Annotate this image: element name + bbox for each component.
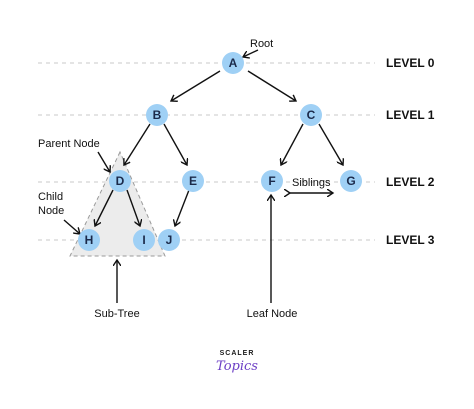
- node-c: C: [300, 104, 322, 126]
- leaf-node-annotation: Leaf Node: [247, 308, 298, 320]
- node-g-label: G: [346, 174, 355, 188]
- node-b-label: B: [153, 108, 162, 122]
- node-e-label: E: [189, 174, 197, 188]
- edge-c-f: [281, 123, 304, 165]
- node-d: D: [109, 170, 131, 192]
- node-g: G: [340, 170, 362, 192]
- edge-b-d: [124, 123, 151, 165]
- edge-a-b: [171, 70, 221, 101]
- node-d-label: D: [116, 174, 125, 188]
- level-3-label: LEVEL 3: [386, 233, 435, 247]
- brand-line1: SCALER: [220, 350, 255, 357]
- child-node-annotation-line1: Child: [38, 191, 63, 203]
- edge-b-e: [163, 123, 187, 165]
- node-f-label: F: [268, 174, 275, 188]
- node-j-label: J: [166, 233, 173, 247]
- node-e: E: [182, 170, 204, 192]
- node-h-label: H: [85, 233, 94, 247]
- node-i: I: [133, 229, 155, 251]
- edge-d-i: [126, 189, 140, 226]
- scaler-topics-logo: SCALER Topics: [216, 350, 258, 374]
- root-annotation: Root: [250, 38, 273, 50]
- level-0-label: LEVEL 0: [386, 56, 435, 70]
- node-f: F: [261, 170, 283, 192]
- brand-line2: Topics: [216, 359, 258, 374]
- node-i-label: I: [142, 233, 145, 247]
- level-1-label: LEVEL 1: [386, 108, 435, 122]
- parent-node-annotation: Parent Node: [38, 138, 100, 150]
- edge-c-g: [318, 123, 343, 165]
- node-c-label: C: [307, 108, 316, 122]
- node-a: A: [222, 52, 244, 74]
- node-a-label: A: [229, 56, 238, 70]
- level-2-label: LEVEL 2: [386, 175, 435, 189]
- siblings-annotation: Siblings: [292, 177, 331, 189]
- sub-tree-annotation: Sub-Tree: [94, 308, 139, 320]
- edge-e-j: [175, 189, 190, 226]
- arrow-root: [243, 49, 259, 57]
- node-h: H: [78, 229, 100, 251]
- node-b: B: [146, 104, 168, 126]
- edge-a-c: [247, 70, 296, 101]
- edge-d-h: [95, 189, 114, 226]
- arrow-child-node: [63, 219, 80, 234]
- arrow-parent-node: [97, 151, 110, 172]
- tree-edges: [63, 49, 343, 303]
- node-j: J: [158, 229, 180, 251]
- child-node-annotation-line2: Node: [38, 205, 64, 217]
